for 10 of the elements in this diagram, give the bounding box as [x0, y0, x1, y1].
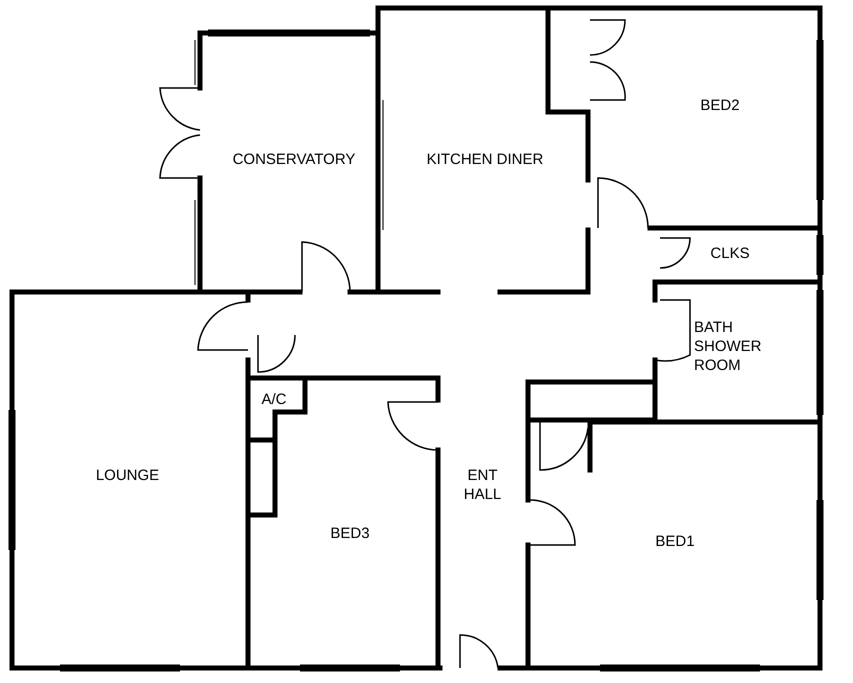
room-label: LOUNGE: [80, 466, 175, 485]
room-label: CLKS: [705, 244, 755, 263]
room-label: BED2: [690, 96, 750, 115]
room-label: BATH SHOWER ROOM: [694, 318, 784, 375]
room-label: KITCHEN DINER: [410, 150, 560, 169]
room-label: CONSERVATORY: [214, 150, 374, 169]
room-label: A/C: [254, 390, 294, 409]
room-label: BED3: [320, 524, 380, 543]
room-label: ENT HALL: [455, 466, 510, 504]
room-label: BED1: [645, 532, 705, 551]
